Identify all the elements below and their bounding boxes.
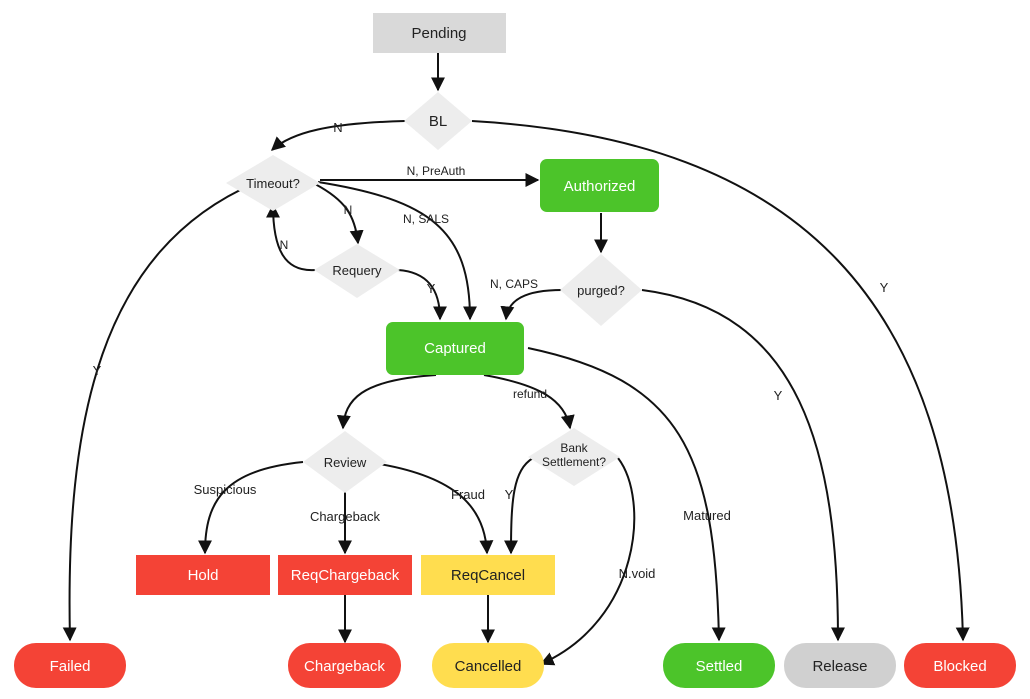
node-req-chargeback[interactable] bbox=[278, 555, 412, 595]
label-matured: Matured bbox=[683, 508, 731, 523]
node-hold-label: Hold bbox=[188, 567, 219, 584]
node-authorized-label: Authorized bbox=[564, 178, 636, 195]
node-failed-label: Failed bbox=[50, 658, 91, 675]
edges bbox=[62, 53, 970, 666]
node-captured[interactable] bbox=[386, 322, 524, 375]
label-bl-n: N bbox=[333, 120, 342, 135]
label-timeout-y: Y bbox=[93, 363, 102, 378]
node-chargeback[interactable] bbox=[288, 643, 401, 688]
node-requery[interactable] bbox=[314, 244, 400, 298]
node-pending[interactable] bbox=[373, 13, 506, 53]
edge-requery-captured bbox=[397, 269, 447, 321]
label-requery-y: Y bbox=[427, 281, 436, 296]
edge-captured-review bbox=[336, 374, 437, 430]
node-pending-label: Pending bbox=[411, 25, 466, 42]
edge-timeout-failed bbox=[62, 182, 256, 642]
label-chargeback: Chargeback bbox=[310, 509, 381, 524]
nodes: Pending BL Timeout? Authorized Requery p… bbox=[14, 13, 1016, 688]
edge-timeout-requery bbox=[314, 183, 364, 245]
edge-purged-release bbox=[641, 289, 845, 642]
label-purged-caps: N, CAPS bbox=[490, 277, 538, 291]
edge-bank-reqcancel bbox=[504, 457, 534, 555]
node-bank-settlement[interactable] bbox=[528, 428, 620, 486]
node-purged-label: purged? bbox=[577, 283, 625, 298]
label-timeout-preauth: N, PreAuth bbox=[407, 164, 466, 178]
edge-captured-bank bbox=[483, 374, 575, 430]
edge-requery-timeout bbox=[266, 203, 316, 272]
label-nvoid: N.void bbox=[619, 566, 656, 581]
label-timeout-sals: N, SALS bbox=[403, 212, 449, 226]
node-bl-label: BL bbox=[429, 113, 447, 130]
node-requery-label: Requery bbox=[332, 263, 382, 278]
label-suspicious: Suspicious bbox=[194, 482, 257, 497]
node-failed[interactable] bbox=[14, 643, 126, 688]
node-chargeback-label: Chargeback bbox=[304, 658, 385, 675]
edge-review-hold bbox=[198, 461, 304, 555]
edge-labels: N Y Y N, PreAuth N N, SALS N Y N, CAPS Y… bbox=[93, 120, 889, 581]
node-review[interactable] bbox=[303, 431, 387, 493]
node-timeout[interactable] bbox=[226, 155, 320, 211]
node-req-chargeback-label: ReqChargeback bbox=[291, 567, 400, 584]
node-req-cancel[interactable] bbox=[421, 555, 555, 595]
node-cancelled[interactable] bbox=[432, 643, 544, 688]
node-authorized[interactable] bbox=[540, 159, 659, 212]
label-fraud: Fraud bbox=[451, 487, 485, 502]
node-settled[interactable] bbox=[663, 643, 775, 688]
node-cancelled-label: Cancelled bbox=[455, 658, 522, 675]
label-purged-y: Y bbox=[774, 388, 783, 403]
node-release[interactable] bbox=[784, 643, 896, 688]
label-requery-back: N bbox=[280, 238, 289, 252]
label-bank-y: Y bbox=[505, 487, 514, 502]
label-timeout-requery: N bbox=[344, 203, 353, 217]
node-req-cancel-label: ReqCancel bbox=[451, 567, 525, 584]
node-timeout-label: Timeout? bbox=[246, 176, 300, 191]
edge-review-reqcancel bbox=[366, 461, 494, 555]
node-hold[interactable] bbox=[136, 555, 270, 595]
edge-captured-settled bbox=[527, 347, 726, 642]
node-blocked-label: Blocked bbox=[933, 658, 986, 675]
label-bl-y: Y bbox=[880, 280, 889, 295]
node-bank-settlement-line2: Settlement? bbox=[542, 455, 606, 469]
node-bank-settlement-line1: Bank bbox=[560, 441, 588, 455]
edge-bl-blocked bbox=[471, 120, 970, 642]
edge-timeout-captured bbox=[317, 181, 477, 321]
edge-bank-cancelled bbox=[539, 457, 636, 666]
node-blocked[interactable] bbox=[904, 643, 1016, 688]
node-settled-label: Settled bbox=[696, 658, 743, 675]
node-purged[interactable] bbox=[560, 254, 642, 326]
node-release-label: Release bbox=[812, 658, 867, 675]
edge-purged-captured bbox=[500, 289, 563, 321]
label-refund: refund bbox=[513, 387, 547, 401]
node-captured-label: Captured bbox=[424, 340, 486, 357]
edge-bl-timeout bbox=[270, 120, 406, 151]
node-review-label: Review bbox=[324, 455, 367, 470]
node-bl[interactable] bbox=[404, 92, 472, 150]
